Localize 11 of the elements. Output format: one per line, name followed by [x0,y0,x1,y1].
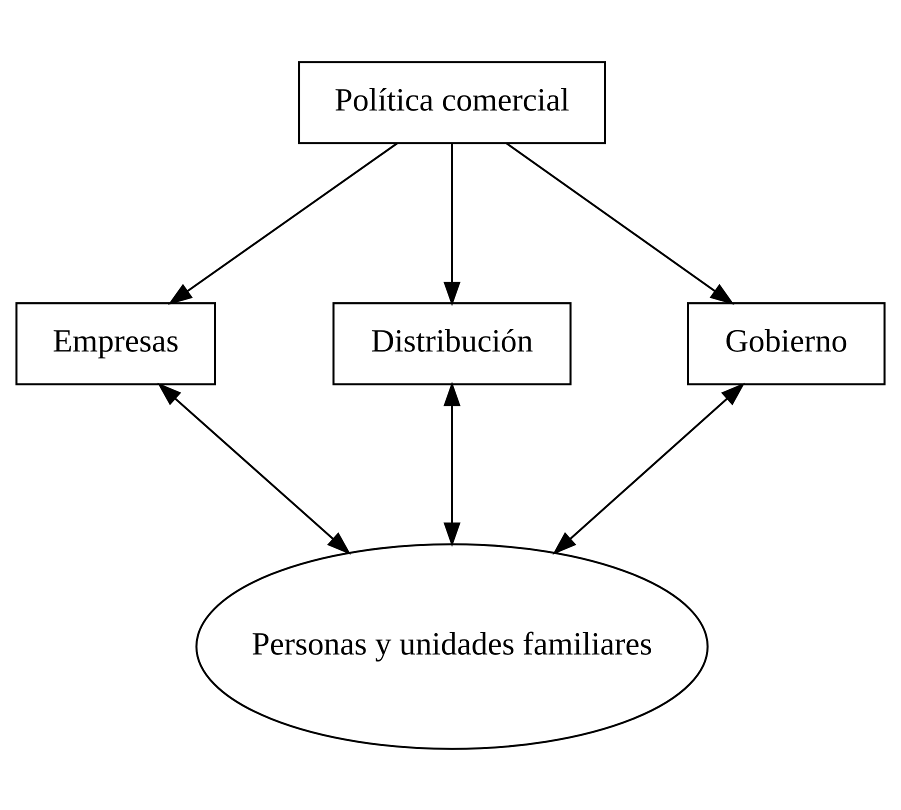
arrow [506,142,734,304]
arrow [444,381,461,546]
arrow [168,142,398,304]
node-box: Política comercial [298,60,606,144]
node-ellipse: Personas y unidades familiares [195,542,709,750]
arrow [157,382,351,554]
arrow [444,142,461,306]
node-box: Gobierno [687,302,886,385]
node-box: Distribución [332,302,572,385]
arrow [552,382,745,554]
node-box: Empresas [15,302,216,385]
